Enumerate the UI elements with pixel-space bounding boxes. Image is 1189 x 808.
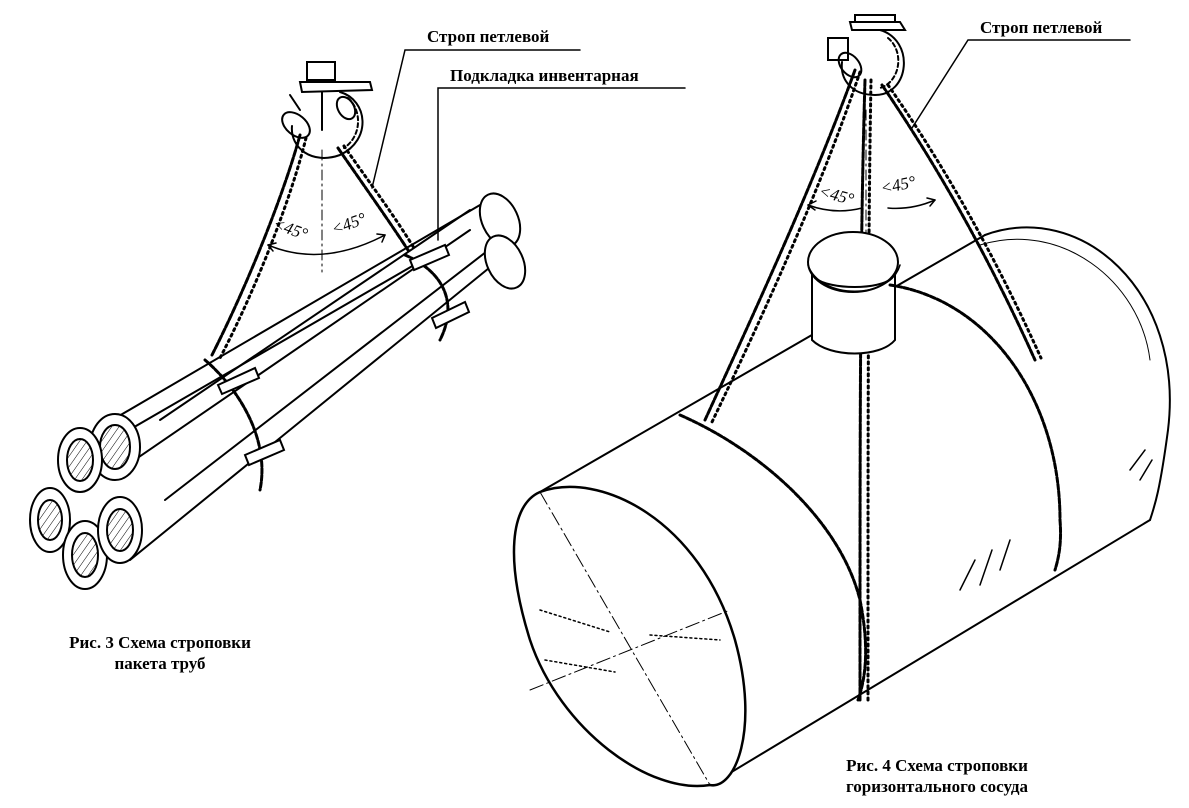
caption-fig3-line1: Рис. 3 Схема строповки <box>69 633 251 652</box>
caption-fig3-line2: пакета труб <box>114 654 206 673</box>
caption-fig4-line1: Рис. 4 Схема строповки <box>846 756 1028 775</box>
label-sling-fig4: Строп петлевой <box>980 18 1103 37</box>
label-pad-fig3: Подкладка инвентарная <box>450 66 639 85</box>
angle-left-fig4-right: <45° <box>879 172 918 198</box>
caption-fig4-line2: горизонтального сосуда <box>845 777 1029 796</box>
label-sling-fig3: Строп петлевой <box>427 27 550 46</box>
inventory-pads <box>216 243 471 467</box>
crane-hook-right <box>827 14 907 97</box>
vessel-nozzle <box>807 231 901 355</box>
sling-ropes-left <box>210 133 416 360</box>
angle-left-fig3-right: <45° <box>329 209 369 239</box>
caption-fig3: Рис. 3 Схема строповки пакета труб <box>40 632 280 674</box>
crane-hook-left <box>281 61 374 159</box>
pipe-bundle-drawing <box>29 49 686 590</box>
vessel-front-end <box>512 485 747 788</box>
sling-ropes-right <box>703 68 1043 702</box>
pipe-ends-front <box>29 413 143 590</box>
angle-left-fig4-left: <45° <box>817 182 856 210</box>
vessel-drawing <box>512 14 1171 788</box>
caption-fig4: Рис. 4 Схема строповки горизонтального с… <box>812 755 1062 797</box>
angle-left-fig3-left: <45° <box>271 214 311 244</box>
